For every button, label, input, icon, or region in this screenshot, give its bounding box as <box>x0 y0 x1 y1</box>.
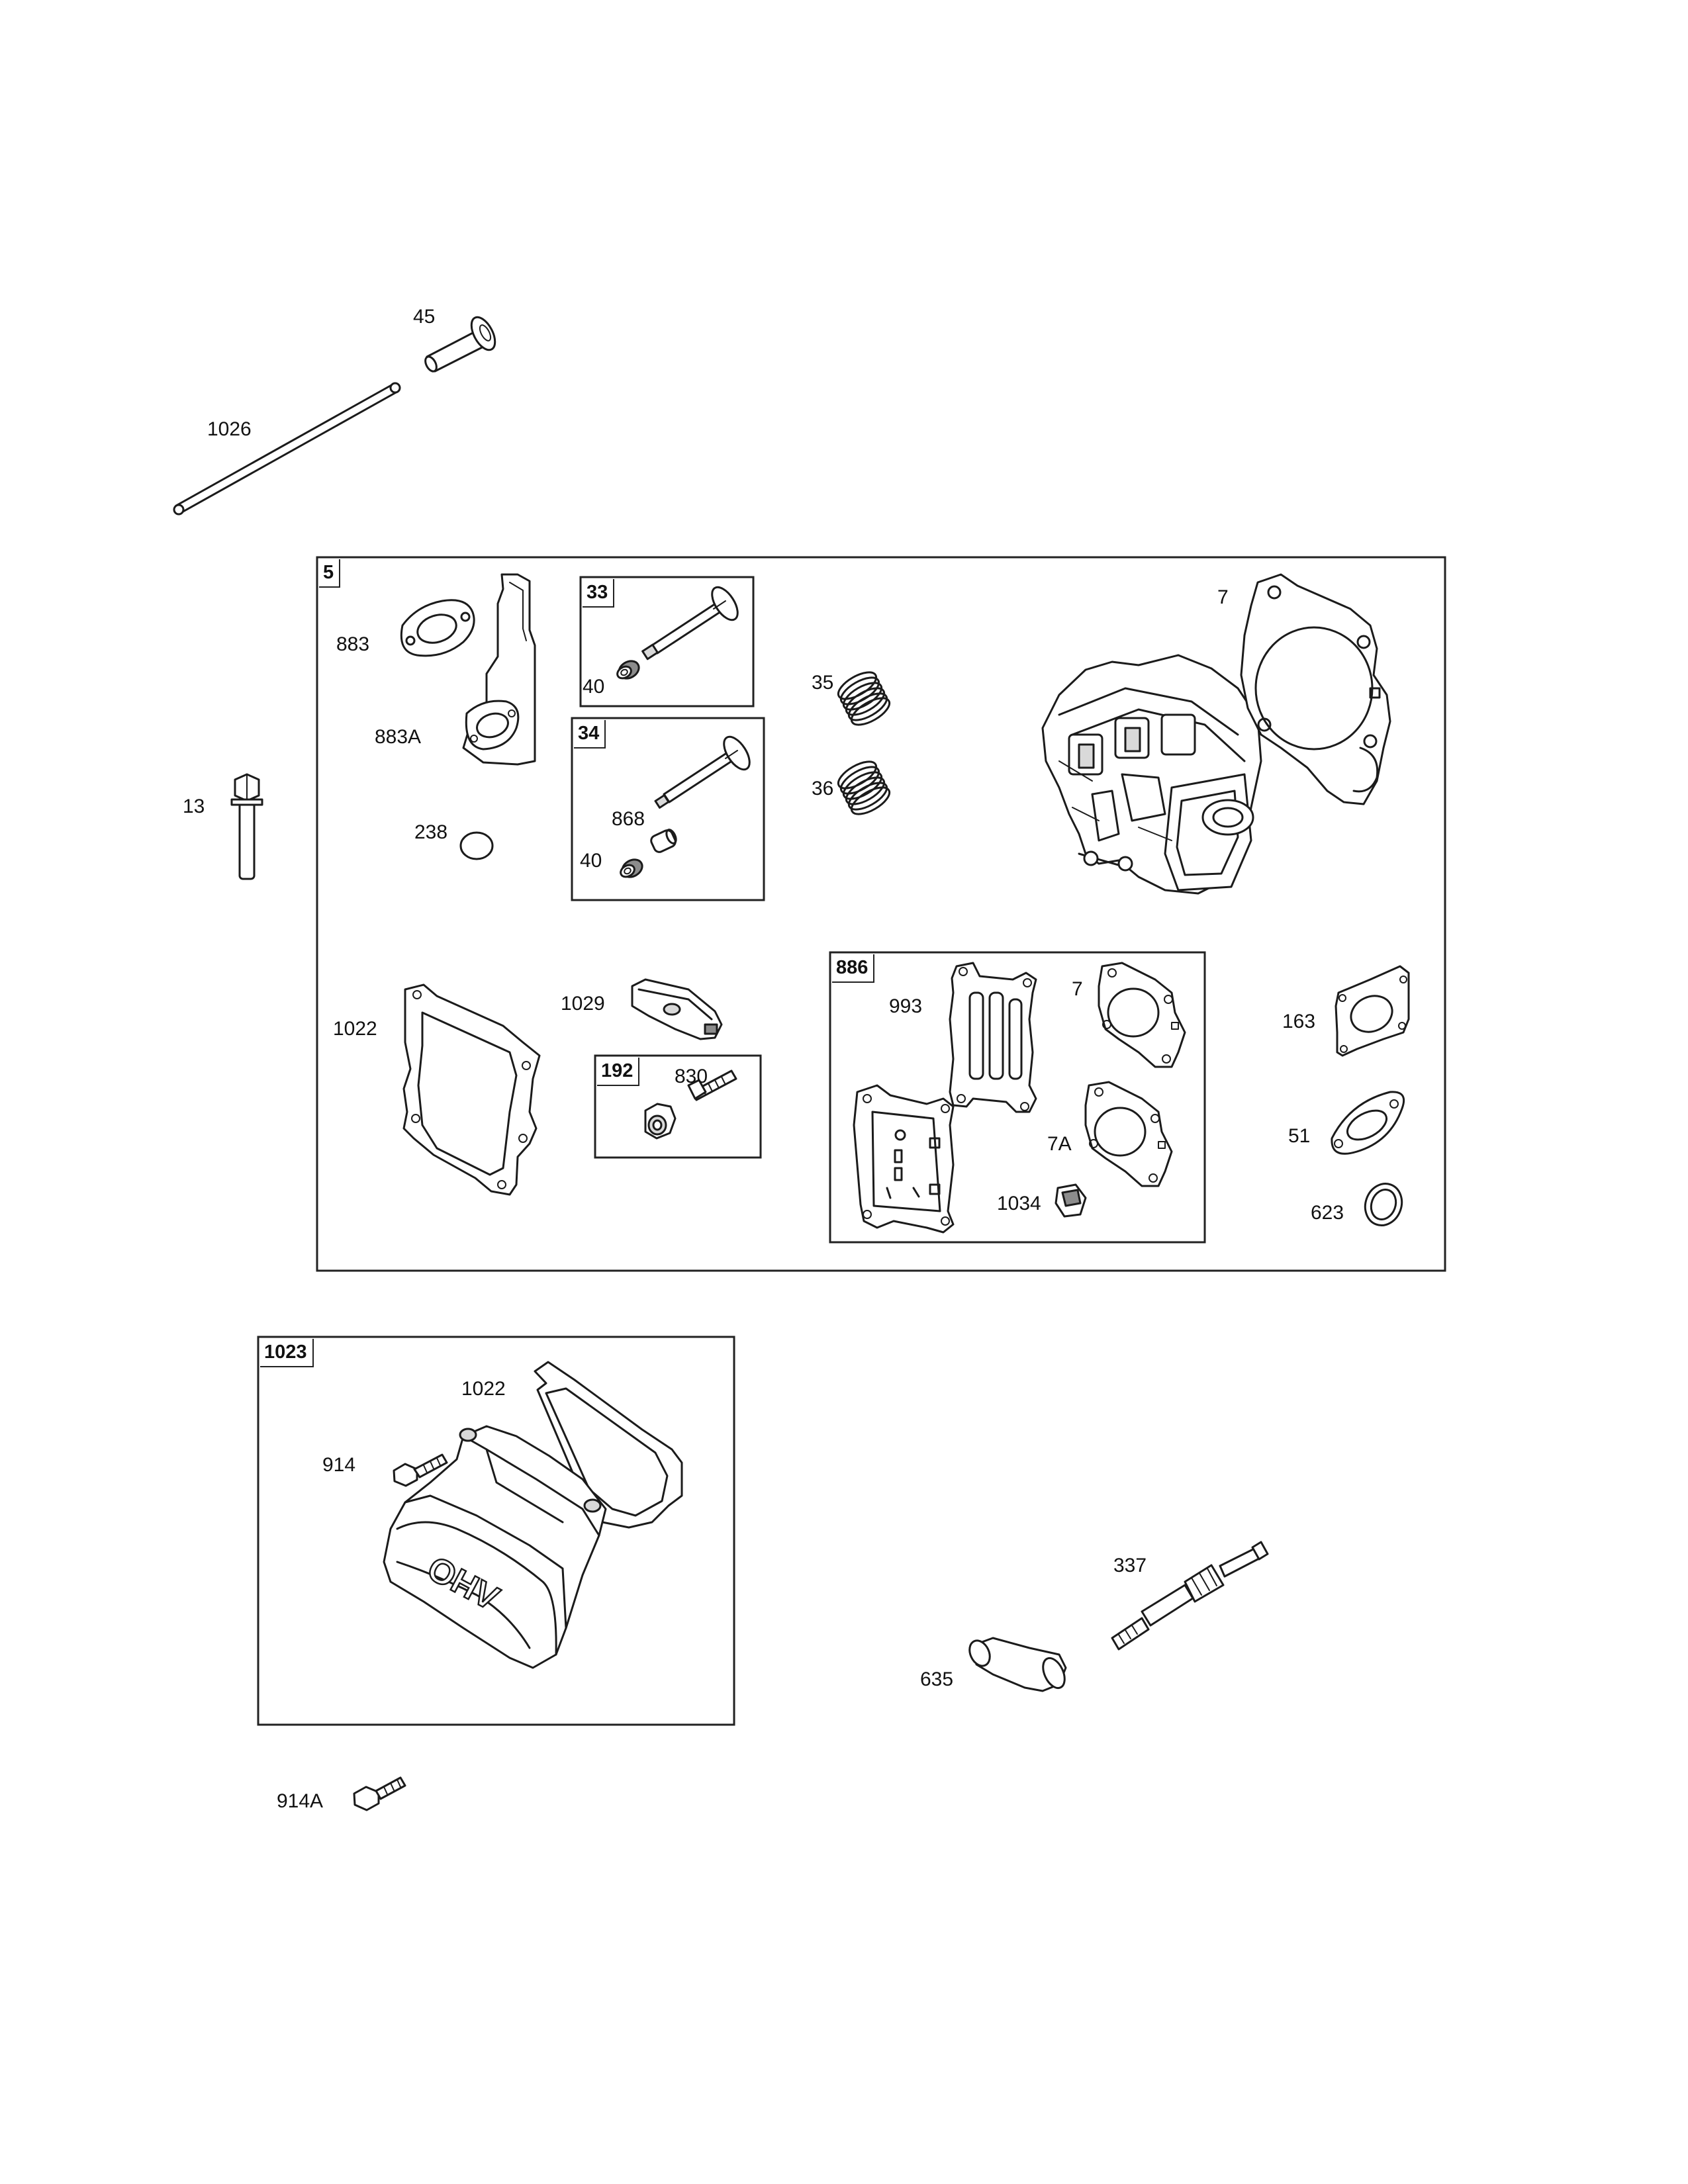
callout-7A: 7A <box>1047 1133 1072 1155</box>
callout-1022-b: 1022 <box>461 1378 506 1400</box>
callout-36: 36 <box>812 778 834 799</box>
part-1034-seal <box>1055 1183 1087 1218</box>
part-635-boot <box>968 1637 1067 1692</box>
part-40-valve-seal-a <box>616 660 640 680</box>
callout-45: 45 <box>413 306 436 328</box>
callout-238: 238 <box>414 821 448 843</box>
kit-34-frame <box>571 717 765 901</box>
callout-1034: 1034 <box>997 1193 1041 1214</box>
kit-label-34: 34 <box>574 720 606 749</box>
callout-7-a: 7 <box>1217 586 1229 608</box>
callout-868: 868 <box>612 808 645 830</box>
callout-883A: 883A <box>375 726 422 748</box>
part-886-manifold-gasket <box>853 1084 955 1234</box>
kit-label-886: 886 <box>832 954 875 983</box>
part-35-spring <box>837 671 891 726</box>
part-33-valve <box>641 586 739 660</box>
part-7-head-gasket <box>1240 573 1391 805</box>
kit-5-frame <box>316 556 1446 1272</box>
callout-623: 623 <box>1311 1202 1344 1224</box>
callout-914A: 914A <box>277 1790 324 1812</box>
callout-635: 635 <box>920 1668 954 1690</box>
callout-993: 993 <box>889 995 923 1017</box>
part-868-retainer <box>650 829 677 853</box>
part-51-gasket <box>1331 1091 1405 1155</box>
part-1026-push-rod <box>173 382 401 516</box>
part-337-spark-plug <box>1111 1541 1269 1651</box>
callout-883: 883 <box>336 633 370 655</box>
part-7-head-gasket-small <box>1098 962 1186 1068</box>
part-238-plug <box>459 831 494 860</box>
part-36-spring <box>837 760 891 815</box>
kit-label-1023: 1023 <box>260 1339 314 1367</box>
part-623-o-ring <box>1364 1183 1403 1226</box>
callout-830: 830 <box>675 1066 708 1087</box>
part-192-nut <box>644 1103 677 1140</box>
callout-1026: 1026 <box>207 418 252 440</box>
callout-51: 51 <box>1288 1125 1311 1147</box>
kit-886-frame <box>829 951 1206 1244</box>
part-cylinder-head <box>1041 654 1262 895</box>
part-163-gasket <box>1335 965 1410 1057</box>
callout-13: 13 <box>183 796 205 817</box>
kit-33-frame <box>579 576 755 707</box>
callout-163: 163 <box>1282 1011 1316 1032</box>
callout-914: 914 <box>322 1454 356 1476</box>
callout-40-b: 40 <box>580 850 602 872</box>
kit-192-frame <box>594 1054 762 1159</box>
kit-label-33: 33 <box>583 579 615 608</box>
part-valve-cover <box>383 1425 607 1669</box>
part-993-gasket <box>949 962 1037 1113</box>
callout-35: 35 <box>812 672 834 694</box>
kit-1023-frame <box>257 1336 735 1726</box>
part-34-valve <box>654 735 751 809</box>
callout-40-a: 40 <box>583 676 605 698</box>
kit-label-5: 5 <box>319 559 341 588</box>
part-45-pin <box>424 316 496 373</box>
part-1022-cover-gasket-b <box>534 1361 683 1529</box>
kit-label-192: 192 <box>597 1058 640 1086</box>
part-914A-screw <box>353 1776 406 1811</box>
callout-337: 337 <box>1113 1555 1147 1576</box>
part-914-screw <box>393 1453 448 1487</box>
part-13-head-bolt <box>230 773 263 880</box>
callout-1029: 1029 <box>561 993 605 1015</box>
part-1022-cover-gasket-a <box>402 983 541 1196</box>
part-883A-adapter-plate <box>462 573 536 766</box>
part-40-valve-seal-b <box>620 858 643 878</box>
part-1029-rocker-arm <box>631 978 723 1040</box>
callout-7-b: 7 <box>1072 978 1083 1000</box>
part-830-stud <box>687 1069 737 1101</box>
part-7A-head-gasket <box>1084 1081 1173 1187</box>
part-883-gasket <box>400 599 475 657</box>
callout-1022-a: 1022 <box>333 1018 377 1040</box>
